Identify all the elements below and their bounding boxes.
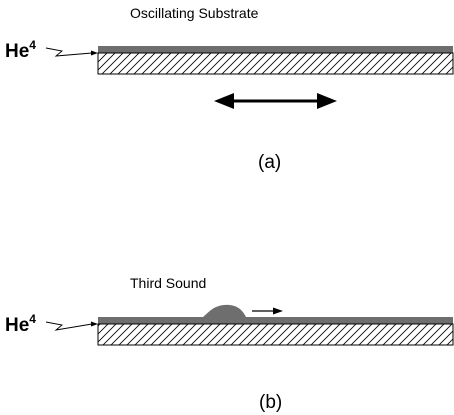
panel-a-oscillation-arrow — [214, 93, 337, 109]
panel-a-he-symbol: He — [5, 41, 29, 62]
panel-b-he-label: He4 — [5, 312, 36, 336]
panel-b-source-arrowhead — [91, 321, 98, 327]
panel-b-propagation-arrow — [252, 307, 283, 315]
panel-a-he-superscript: 4 — [29, 38, 36, 52]
panel-a-title: Oscillating Substrate — [130, 5, 259, 21]
panel-b-he-symbol: He — [5, 315, 29, 336]
panel-a: Oscillating Substrate He4 (a) — [5, 5, 454, 173]
panel-a-source-arrowhead — [91, 50, 98, 56]
panel-b-helium-film-wave — [98, 304, 453, 324]
panel-b-title: Third Sound — [130, 275, 206, 291]
panel-b-source-wire — [45, 321, 93, 331]
panel-a-helium-film — [98, 46, 453, 53]
panel-b: Third Sound He4 (b) — [5, 275, 454, 413]
panel-a-he-label: He4 — [5, 38, 36, 62]
panel-a-source-wire — [45, 47, 93, 57]
panel-b-he-superscript: 4 — [29, 312, 36, 326]
panel-a-substrate — [97, 52, 454, 75]
panel-b-substrate — [97, 323, 454, 346]
panel-a-label: (a) — [258, 152, 281, 173]
panel-b-label: (b) — [259, 392, 282, 413]
